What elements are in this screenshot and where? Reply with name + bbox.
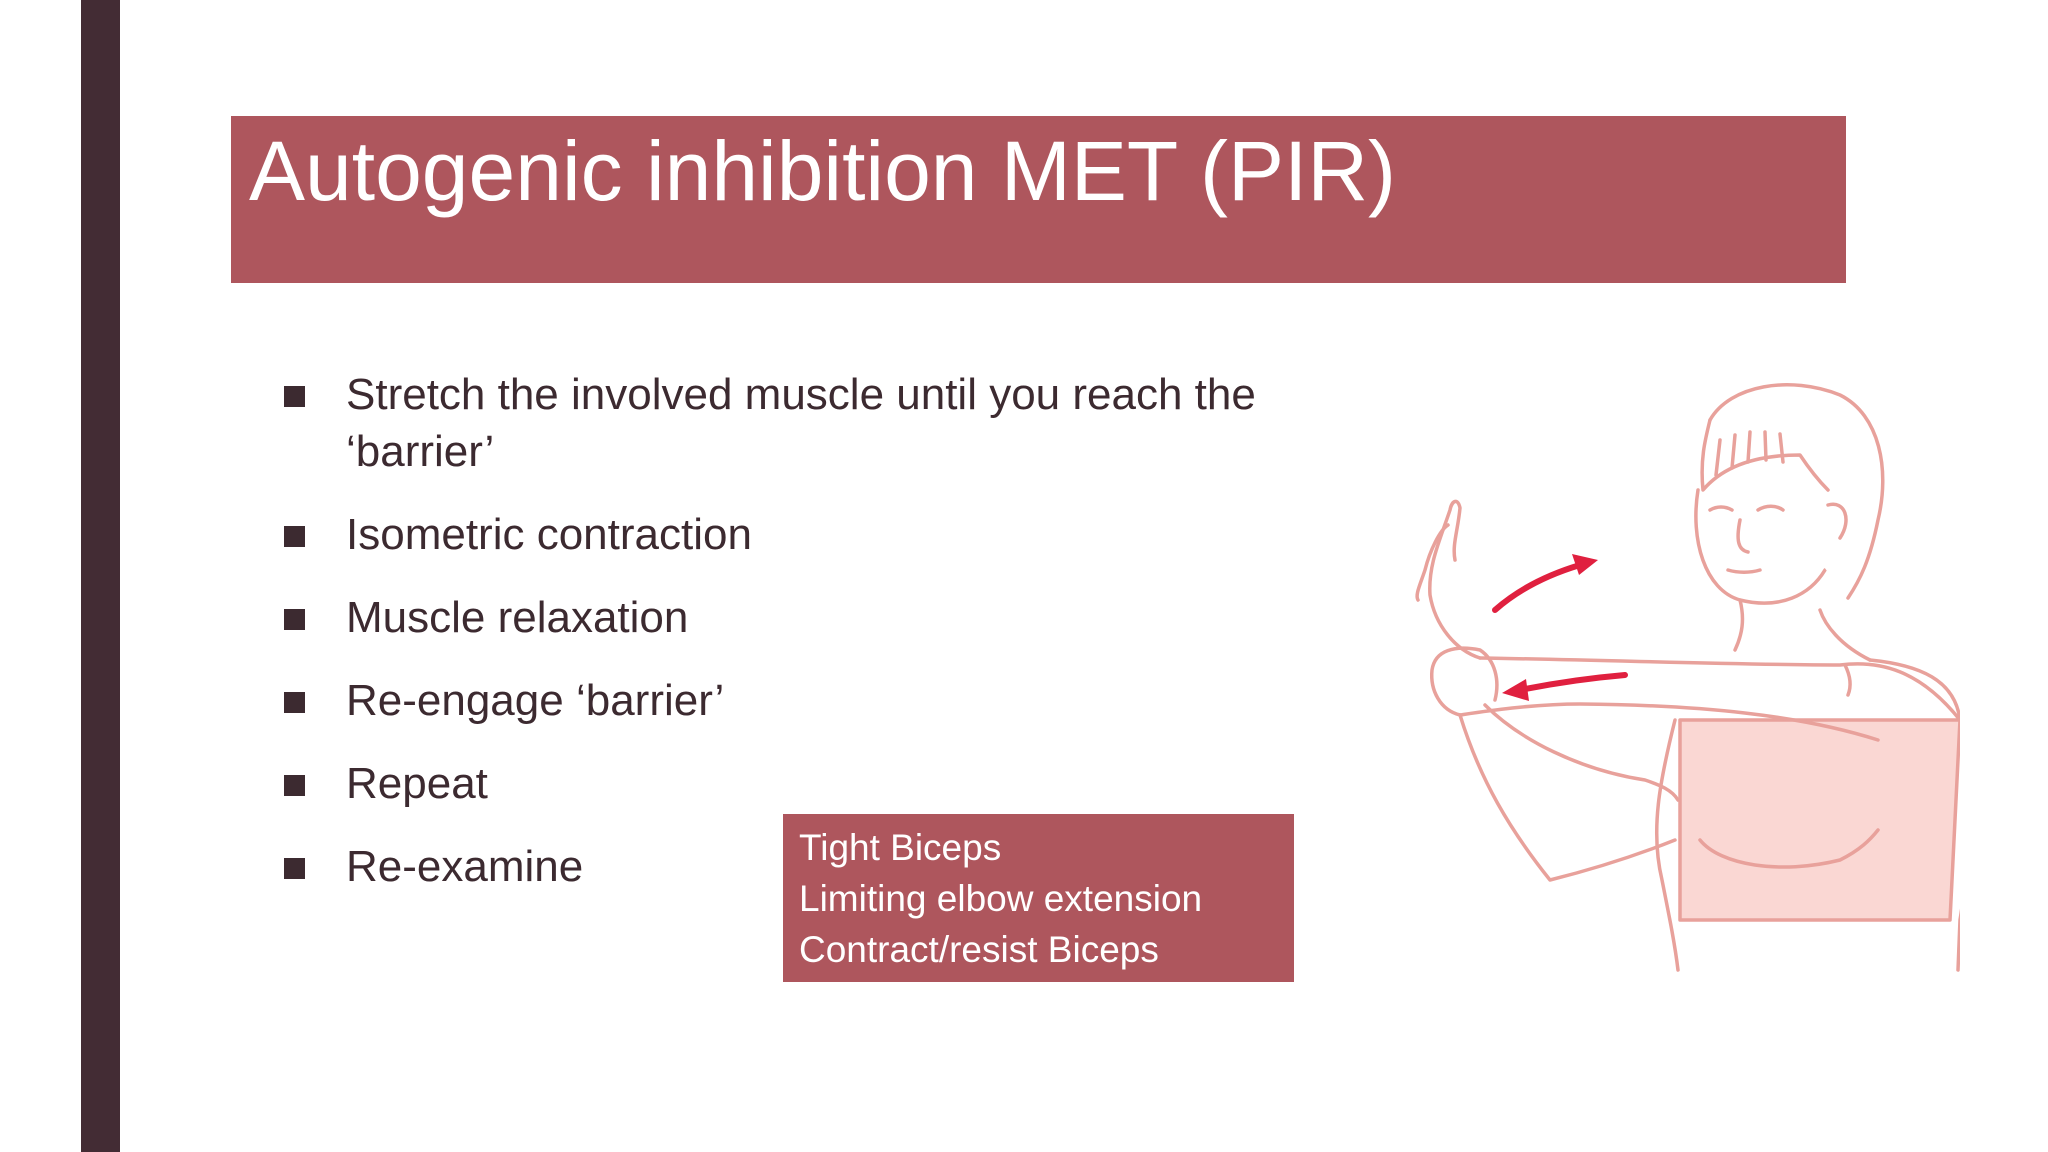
square-bullet-icon [284, 775, 305, 796]
bullet-list: Stretch the involved muscle until you re… [282, 366, 1382, 895]
note-line: Contract/resist Biceps [799, 929, 1159, 970]
hair-fringe [1700, 418, 1830, 492]
elbow-crease [1843, 663, 1852, 697]
pulling-hand [1430, 646, 1499, 717]
note-line: Limiting elbow extension [799, 878, 1203, 919]
title-band: Autogenic inhibition MET (PIR) [231, 116, 1846, 283]
bullet-item: Repeat [282, 755, 1382, 812]
bullet-text: Re-examine [346, 842, 584, 891]
pulling-forearm [1483, 703, 1680, 802]
hair [1708, 383, 1885, 600]
top-garment [1678, 718, 1960, 922]
biceps-stretch-illustration [1415, 383, 1960, 972]
square-bullet-icon [284, 858, 305, 879]
slide-title: Autogenic inhibition MET (PIR) [249, 124, 1396, 218]
bullet-text: Repeat [346, 759, 488, 808]
neck-right [1818, 608, 1872, 662]
square-bullet-icon [284, 386, 305, 407]
square-bullet-icon [284, 609, 305, 630]
arrow-left-icon [1517, 672, 1628, 693]
bullet-item: Muscle relaxation [282, 589, 1382, 646]
pulling-forearm-lower [1458, 713, 1677, 882]
note-line: Tight Biceps [799, 827, 1002, 868]
bust-line [1698, 828, 1880, 869]
raised-hand [1428, 499, 1482, 660]
raised-fingers [1415, 523, 1450, 602]
arrow-curve-up-icon [1492, 562, 1583, 613]
ear [1826, 502, 1848, 540]
bullet-item: Re-examine [282, 838, 1382, 895]
square-bullet-icon [284, 692, 305, 713]
bullet-text: Isometric contraction [346, 510, 752, 559]
nose [1736, 518, 1750, 554]
neck [1733, 598, 1745, 652]
eyes [1708, 504, 1785, 512]
fringe-strands [1714, 430, 1785, 477]
bullet-text: Re-engage ‘barrier’ [346, 676, 725, 725]
arm-upper-edge [1478, 656, 1960, 722]
bullet-item: Isometric contraction [282, 506, 1382, 563]
bullet-item: Stretch the involved muscle until you re… [282, 366, 1382, 480]
mouth [1726, 568, 1762, 574]
shoulder-right [1868, 658, 1960, 722]
face [1694, 488, 1827, 605]
arrow-head-left-icon [1502, 679, 1529, 701]
torso-outline [1654, 718, 1680, 972]
side-accent-bar [81, 0, 120, 1152]
note-box: Tight Biceps Limiting elbow extension Co… [783, 814, 1294, 982]
bullet-text: Stretch the involved muscle until you re… [346, 370, 1256, 476]
bullet-text: Muscle relaxation [346, 593, 689, 642]
bullet-item: Re-engage ‘barrier’ [282, 672, 1382, 729]
arm-lower-edge [1458, 702, 1880, 742]
arrow-head-up-icon [1572, 554, 1598, 575]
square-bullet-icon [284, 526, 305, 547]
